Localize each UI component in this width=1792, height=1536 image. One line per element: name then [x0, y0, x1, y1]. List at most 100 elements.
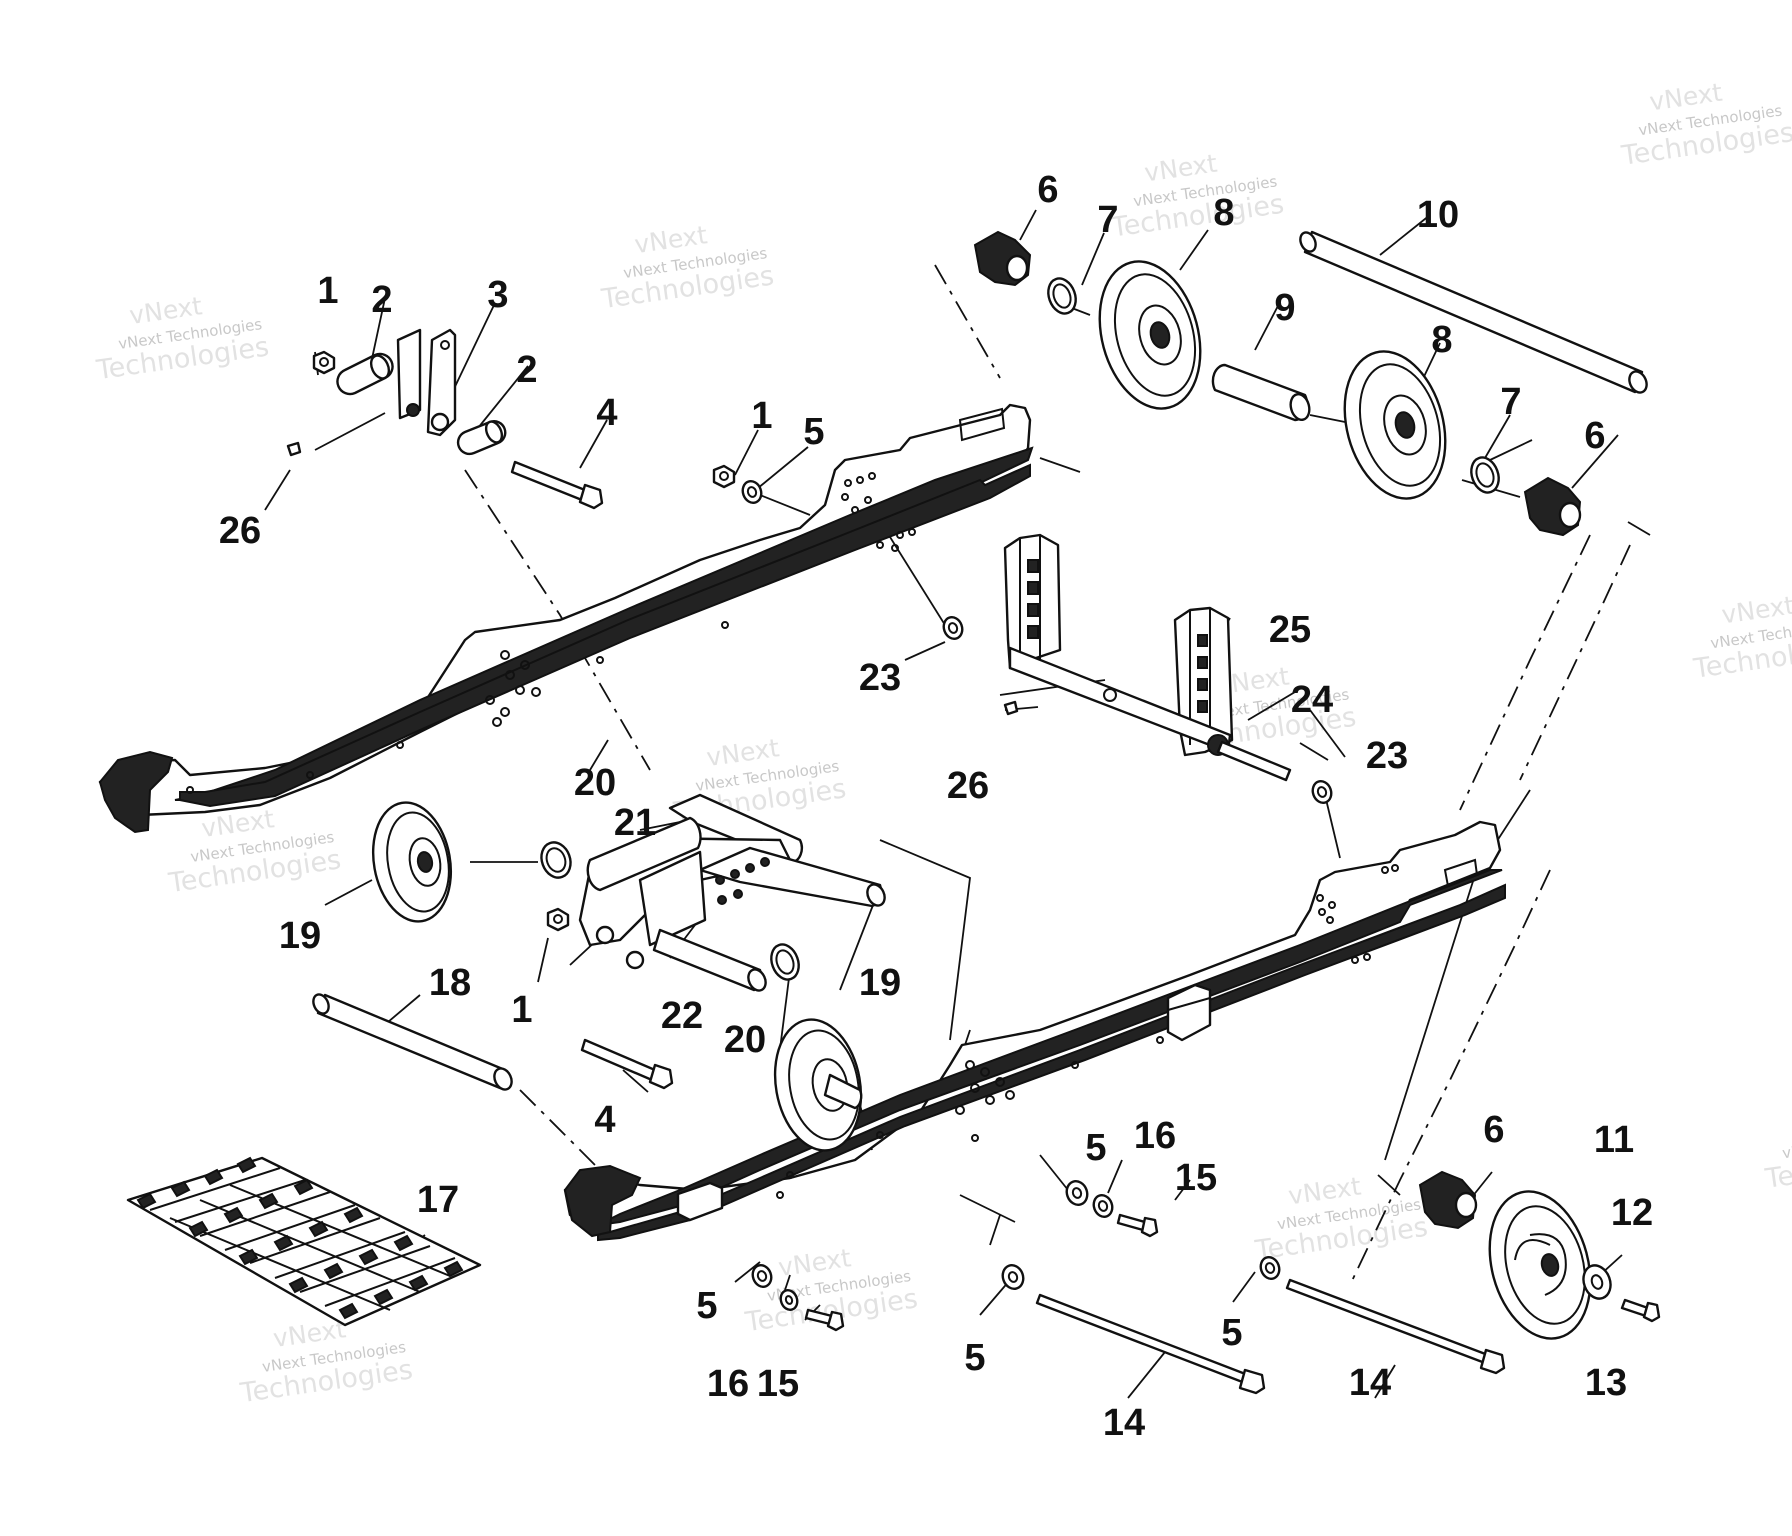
callout-11: 11: [1594, 1119, 1634, 1161]
part-23-washer: [942, 616, 964, 640]
part-23-washer: [1311, 780, 1333, 804]
assembly-lines: [464, 264, 1631, 1286]
assembly-line: [934, 264, 1001, 379]
part-16-lock-washer: [1092, 1194, 1114, 1218]
callout-9: 9: [1274, 287, 1295, 329]
callout-1: 1: [751, 395, 772, 437]
callout-14: 14: [1349, 1362, 1391, 1404]
part-26-grease-fitting: [286, 441, 302, 457]
callout-24: 24: [1291, 679, 1333, 721]
leader-line: [1377, 1174, 1401, 1196]
callout-17: 17: [417, 1179, 459, 1221]
leader-line: [1374, 1364, 1396, 1399]
callout-2: 2: [371, 279, 392, 321]
part-6-idler-cap: [1523, 476, 1582, 537]
callout-16: 16: [1134, 1115, 1176, 1157]
callout-25: 25: [1269, 609, 1311, 651]
callout-labels: 1 2 3 2 4 26 1 5 6 7 8 10 9 8 7 6 23 25 …: [219, 169, 1653, 1444]
leader-line: [264, 469, 291, 511]
part-16-lock-washer: [779, 1289, 799, 1311]
leader-line: [1571, 434, 1619, 489]
leader-line: [1039, 457, 1081, 473]
part-5-washer: [751, 1264, 773, 1288]
rail-slot: [958, 407, 1006, 442]
watermark-tile: vNext vNext Technologies Technologies: [238, 1314, 415, 1409]
callout-19: 19: [859, 962, 901, 1004]
callout-10: 10: [1417, 194, 1459, 236]
leader-line: [1254, 301, 1281, 351]
leader-line: [589, 739, 609, 771]
leader-line: [1379, 214, 1431, 256]
rail-bracket: [1166, 983, 1212, 1042]
part-10-axle-shaft: [1299, 230, 1648, 394]
callout-20: 20: [574, 762, 616, 804]
leader-line: [1232, 1271, 1256, 1303]
part-19-bogie-wheel: [773, 1018, 863, 1152]
part-6-idler-cap: [973, 230, 1032, 287]
leader-line: [751, 446, 809, 494]
watermark-tile: vNext vNext Technologies Technologies: [1253, 1172, 1430, 1267]
leader-line: [979, 1279, 1011, 1316]
leader-line: [1299, 742, 1329, 761]
part-4-bolt: [580, 1038, 674, 1090]
watermark-tile: vNext vNext Technologies Technologies: [1109, 149, 1286, 244]
leader-line: [537, 937, 549, 983]
watermark-tile: vNext vNext Technologies Technologies: [599, 220, 776, 315]
leader-line: [1127, 1351, 1166, 1399]
callout-6: 6: [1584, 415, 1605, 457]
callout-15: 15: [1175, 1157, 1217, 1199]
callout-2: 2: [516, 349, 537, 391]
rail-tip: [98, 750, 174, 834]
part-8-idler-wheel: [1098, 260, 1202, 410]
callout-5: 5: [1085, 1127, 1106, 1169]
rail-body: [98, 403, 1032, 817]
watermark-tile: vNext vNext Technologies Technologies: [94, 291, 271, 386]
watermark-tile: vNext vNext Technologies Technologies: [1691, 591, 1792, 685]
callout-3: 3: [487, 274, 508, 316]
callout-22: 22: [661, 995, 703, 1037]
part-4-bolt: [510, 460, 604, 510]
callout-13: 13: [1585, 1362, 1627, 1404]
leader-line: [1489, 439, 1533, 461]
callout-20: 20: [724, 1019, 766, 1061]
rail-body: [563, 820, 1502, 1224]
leader-line: [477, 365, 529, 429]
rail-wear-strip: [597, 883, 1506, 1242]
assembly-line: [1459, 534, 1591, 811]
rail-bracket: [676, 1181, 724, 1222]
part-15-bolt: [804, 1308, 845, 1332]
leader-line: [1484, 414, 1511, 459]
leader-line: [734, 1261, 761, 1283]
part-5-washer: [741, 480, 763, 504]
part-26-grease-fitting: [1003, 700, 1019, 716]
right-rail: [563, 820, 1506, 1242]
leader-line: [1174, 1179, 1191, 1201]
watermark-text: vNext Technologies: [1781, 1124, 1792, 1162]
callout-18: 18: [429, 962, 471, 1004]
watermark-tile: vNext vNext Technologies Technologies: [1619, 78, 1792, 172]
callout-16: 16: [707, 1363, 749, 1405]
assembly-line: [464, 469, 651, 771]
leader-line: [784, 1274, 791, 1291]
part-9-axle-spacer: [1211, 363, 1311, 422]
part-25-shock-bracket: [1003, 533, 1234, 757]
leader-line: [904, 641, 946, 661]
leader-line: [989, 1214, 1001, 1246]
callout-5: 5: [803, 411, 824, 453]
callout-6: 6: [1483, 1109, 1504, 1151]
part-2-bushing: [336, 352, 394, 396]
callout-5: 5: [964, 1337, 985, 1379]
left-rail: [98, 403, 1034, 834]
part-17-track: [126, 1156, 482, 1327]
part-7-spacer-ring: [1047, 277, 1077, 315]
rail-slot: [1443, 858, 1479, 888]
part-3-link-arm: [396, 328, 457, 437]
part-5-washer: [1065, 1180, 1089, 1206]
leader-line: [314, 412, 386, 451]
part-14-long-bolt: [1035, 1293, 1266, 1395]
callout-26: 26: [947, 765, 989, 807]
part-7-spacer-ring: [1470, 456, 1500, 494]
callout-15: 15: [757, 1363, 799, 1405]
part-15-bolt: [1116, 1213, 1159, 1238]
leader-line: [879, 839, 971, 1041]
